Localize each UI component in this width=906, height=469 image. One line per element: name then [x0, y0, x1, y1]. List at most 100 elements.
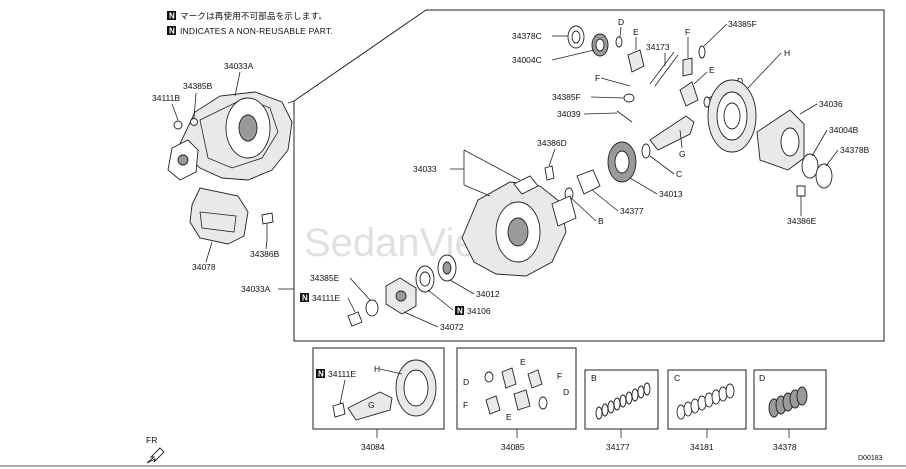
shim-stack-d-icon	[768, 386, 808, 418]
label-34085: 34085	[501, 442, 525, 452]
label-34177: 34177	[606, 442, 630, 452]
drive-pinion-icon	[347, 391, 393, 421]
n-badge-icon	[316, 369, 325, 378]
washer-icon	[698, 45, 706, 59]
letter-G: G	[368, 400, 375, 410]
spacer-icon	[576, 169, 601, 195]
shim-stack-b-icon	[595, 382, 651, 420]
side-gear-icon	[501, 367, 517, 389]
pinion-gear-icon	[527, 369, 543, 389]
n-badge-icon	[167, 26, 176, 35]
n-badge-icon	[300, 293, 309, 302]
washer-icon	[615, 36, 623, 48]
letter-B: B	[598, 216, 604, 226]
label-34378C: 34378C	[512, 31, 542, 41]
n-badge-letter: N	[318, 370, 324, 379]
label-34385F-mid: 34385F	[552, 92, 581, 102]
kit-box-34177	[584, 369, 659, 430]
label-34013: 34013	[659, 189, 683, 199]
letter-D: D	[737, 76, 743, 86]
label-34072: 34072	[440, 322, 464, 332]
label-34039: 34039	[557, 109, 581, 119]
label-34386D: 34386D	[537, 138, 567, 148]
carrier-housing	[461, 175, 577, 277]
letter-C: C	[676, 169, 682, 179]
letter-F: F	[463, 400, 468, 410]
non-reusable-note: N マークは再使用不可部品を示します。 N INDICATES A NON-RE…	[167, 11, 333, 36]
n-badge-letter: N	[169, 27, 175, 36]
pinion-gear-icon	[627, 49, 645, 73]
letter-H: H	[374, 364, 380, 374]
pinion-and-bearings	[544, 115, 695, 201]
drive-pinion-icon	[649, 115, 695, 151]
mount-bracket-icon	[189, 187, 249, 245]
note-en: INDICATES A NON-REUSABLE PART.	[180, 26, 333, 36]
n-badge-icon	[167, 11, 176, 20]
washer-icon	[538, 396, 548, 410]
letter-E: E	[633, 27, 639, 37]
label-34111E: 34111E	[312, 293, 340, 303]
nut-icon	[173, 120, 183, 130]
diff-gear-set: D E F F E D	[463, 357, 569, 422]
label-34084: 34084	[361, 442, 385, 452]
label-34012: 34012	[476, 289, 500, 299]
label-34111B: 34111B	[152, 93, 180, 103]
front-direction-indicator: FR	[146, 435, 165, 464]
letter-C: C	[674, 373, 680, 383]
carrier-assembly-overview	[167, 91, 293, 245]
kit-box-34085	[456, 347, 577, 430]
label-34378: 34378	[773, 442, 797, 452]
letter-D: D	[563, 387, 569, 397]
label-34033A-mid: 34033A	[241, 284, 271, 294]
label-34078: 34078	[192, 262, 216, 272]
ring-gear-and-case	[707, 79, 833, 206]
shim-icon	[641, 143, 651, 159]
pinion-gear-icon	[679, 81, 699, 107]
bearing-cap-icon	[551, 195, 577, 227]
bearing-icon	[801, 153, 819, 179]
letter-F: F	[685, 27, 690, 37]
bolt-icon	[796, 185, 806, 197]
letter-B: B	[591, 373, 597, 383]
bolt-icon	[261, 212, 274, 225]
letter-E: E	[520, 357, 526, 367]
washer-icon	[623, 93, 635, 103]
fr-label: FR	[146, 435, 157, 445]
washer-icon	[190, 118, 198, 126]
detail-frame	[293, 9, 885, 342]
side-gear-icon	[513, 389, 531, 411]
label-34106: 34106	[467, 306, 491, 316]
letter-H: H	[784, 48, 790, 58]
label-34385B: 34385B	[183, 81, 213, 91]
top-gear-parts	[567, 25, 711, 123]
letter-E: E	[709, 65, 715, 75]
label-34386B: 34386B	[250, 249, 280, 259]
letter-E: E	[506, 412, 512, 422]
label-34385E: 34385E	[310, 273, 340, 283]
shim-stack-c-icon	[676, 383, 735, 420]
side-gear-icon	[682, 57, 693, 77]
front-seal-and-flange	[347, 254, 457, 327]
ring-pinion-set: N 34111E H G	[316, 359, 437, 421]
label-34173: 34173	[646, 42, 670, 52]
note-jp: マークは再使用不可部品を示します。	[180, 11, 327, 21]
lock-nut-icon	[347, 311, 363, 327]
label-34004C: 34004C	[512, 55, 542, 65]
kit-box-34378	[753, 369, 827, 430]
n-badge-letter: N	[302, 294, 308, 303]
seal-icon	[815, 163, 833, 189]
letter-F: F	[557, 371, 562, 381]
letter-F: F	[595, 73, 600, 83]
label-34378B: 34378B	[840, 145, 870, 155]
label-34033A-top: 34033A	[224, 61, 254, 71]
letter-D: D	[463, 377, 469, 387]
bearing-cap-icon	[513, 175, 539, 195]
label-34386E: 34386E	[787, 216, 817, 226]
washer-icon	[484, 371, 494, 383]
letter-D: D	[618, 17, 624, 27]
label-34181: 34181	[690, 442, 714, 452]
label-34385F-top: 34385F	[728, 19, 757, 29]
diagram-code: D00183	[858, 455, 883, 462]
n-badge-icon	[455, 306, 464, 315]
